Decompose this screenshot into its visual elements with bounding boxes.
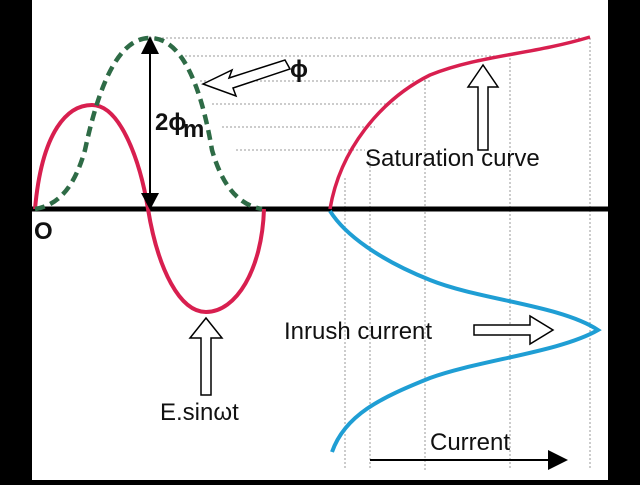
inrush-label: Inrush current: [284, 318, 432, 345]
inrush-pointer-icon: [473, 314, 555, 346]
peak-flux-arrow: [141, 36, 159, 210]
saturation-label: Saturation curve: [365, 145, 540, 172]
saturation-pointer-icon: [466, 63, 500, 151]
flux-curve: [34, 35, 263, 212]
flux-label: ϕ: [290, 56, 308, 83]
voltage-label: E.sinωt: [160, 399, 239, 426]
canvas: [32, 0, 608, 480]
current-axis-label: Current: [430, 429, 510, 456]
flux-pointer-icon: [201, 59, 292, 98]
saturation-curve: [328, 35, 591, 210]
voltage-curve: [33, 102, 266, 315]
voltage-pointer-icon: [188, 316, 224, 396]
peak-flux-subscript: m: [183, 116, 204, 143]
inrush-curve: [328, 209, 602, 453]
peak-flux-label: 2ϕ: [155, 109, 186, 136]
origin-label: O: [34, 218, 53, 245]
flux-guide-lines: [150, 37, 590, 151]
current-axis-arrow: [370, 450, 568, 470]
